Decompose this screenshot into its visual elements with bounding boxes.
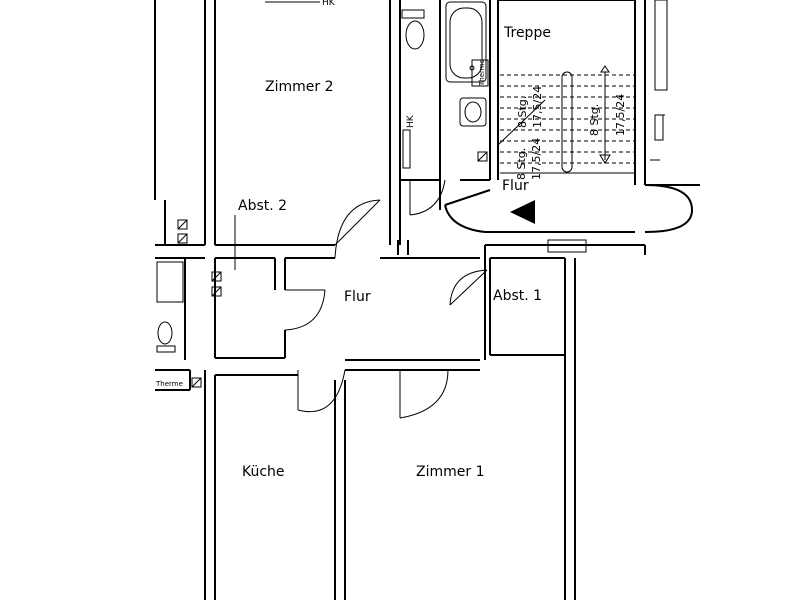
svg-text:17,5/24: 17,5/24 [531, 86, 544, 128]
door-zimmer2 [334, 199, 381, 259]
room-label-zimmer-1: Zimmer 1 [416, 464, 484, 480]
entrance-arrow-icon [510, 200, 535, 224]
stair-treads [497, 65, 635, 174]
room-label-flur: Flur [344, 289, 371, 305]
room-label-treppe: Treppe [503, 25, 551, 41]
walls-bathroom [397, 0, 499, 255]
shaft-markers [177, 151, 488, 388]
room-label-flur-stair: Flur [502, 178, 529, 194]
walls-abst1 [489, 257, 576, 370]
door-zimmer1 [399, 369, 449, 419]
room-label-abst-1: Abst. 1 [493, 288, 542, 304]
room-label-kueche: Küche [242, 464, 285, 480]
svg-text:8 Stg.: 8 Stg. [516, 96, 529, 128]
stair-label-left: 8 Stg. 17,5/24 [515, 138, 543, 180]
door-kueche [297, 369, 346, 412]
svg-text:8 Stg.: 8 Stg. [515, 148, 528, 180]
svg-text:8 Stg.: 8 Stg. [588, 104, 601, 136]
sink [459, 97, 487, 127]
svg-text:17,5/24: 17,5/24 [614, 94, 627, 136]
stair-label-mid: 8 Stg. 17,5/24 [516, 86, 544, 128]
therme-bath-box [471, 59, 489, 87]
therme-label-bath: Therme [478, 59, 486, 87]
hk-label-top: HK [322, 0, 336, 8]
door-abst1 [449, 269, 488, 306]
walls-flur [274, 257, 480, 371]
walls-abst2 [214, 215, 286, 359]
door-bath [409, 179, 446, 216]
therme-label-left: Therme [155, 380, 183, 388]
svg-text:17,5/24: 17,5/24 [530, 138, 543, 180]
room-label-abst-2: Abst. 2 [238, 198, 287, 214]
room-label-zimmer-2: Zimmer 2 [265, 79, 333, 95]
toilet-bath [401, 9, 425, 50]
walls-left [154, 0, 205, 391]
hk-label-side: HK [406, 114, 416, 128]
walls-lower [204, 370, 576, 600]
stair-landing [444, 184, 700, 360]
stairwell-walls [497, 0, 668, 185]
radiator-bath [402, 129, 411, 169]
stair-label-right: 8 Stg. 17,5/24 [588, 94, 627, 136]
door-abst2 [284, 289, 326, 331]
walls-zimmer-2 [204, 0, 401, 246]
